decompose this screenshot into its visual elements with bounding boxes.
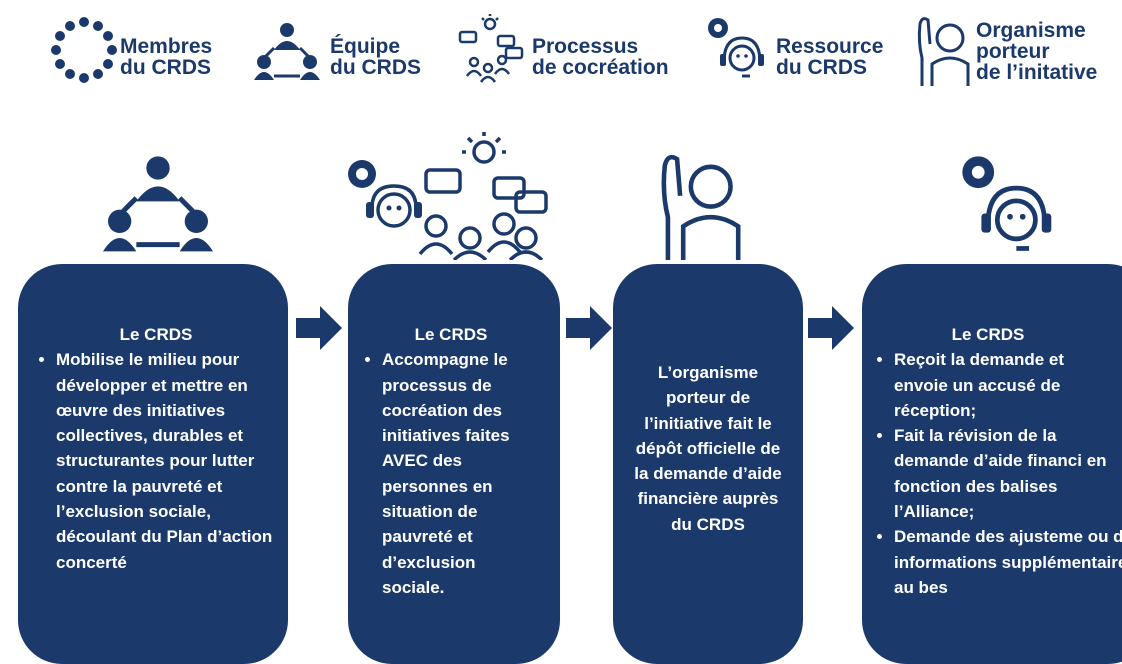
step-bullet: Demande des ajusteme ou des informations… [894, 524, 1122, 600]
step-title: Le CRDS [119, 325, 193, 344]
legend-label-members: Membres du CRDS [120, 35, 213, 79]
arrow-right-icon [296, 306, 342, 350]
legend-item-members: Membres du CRDS [48, 14, 238, 84]
step-bullet: Mobilise le milieu pour développer et me… [56, 347, 278, 575]
arrow-right-icon [808, 306, 854, 350]
step-title: Le CRDS [951, 325, 1025, 344]
legend-label-cocreation: Processus de cocréation [532, 35, 669, 79]
step-card-2: Le CRDS Accompagne le processus de cocré… [348, 264, 560, 664]
legend-item-resource: Ressource du CRDS [704, 14, 904, 84]
step-card-3: L’organisme porteur de l’initiative fait… [613, 264, 803, 664]
cocreation-icon [458, 14, 524, 83]
legend-item-organism: Organisme porteur de l’initative [914, 14, 1120, 86]
team-icon [103, 156, 213, 252]
legend-label-team: Équipe du CRDS [330, 35, 421, 79]
arrow-right-icon [566, 306, 612, 350]
legend-item-cocreation: Processus de cocréation [454, 14, 694, 84]
step-bullet-list: Reçoit la demande et envoie un accusé de… [872, 347, 1122, 600]
raised-hand-icon [661, 154, 741, 260]
resource-headset-icon [708, 18, 764, 78]
step-text: L’organisme porteur de l’initiative fait… [634, 363, 782, 534]
team-icon [254, 23, 320, 80]
legend-label-resource: Ressource du CRDS [776, 35, 884, 79]
step-bullet-list: Accompagne le processus de cocréation de… [360, 347, 542, 600]
step-title: Le CRDS [414, 325, 488, 344]
step-card-1: Le CRDS Mobilise le milieu pour développ… [18, 264, 288, 664]
step-bullet: Reçoit la demande et envoie un accusé de… [894, 347, 1099, 423]
step-bullet: Accompagne le processus de cocréation de… [382, 347, 542, 600]
members-circle-icon [51, 17, 117, 83]
resource-headset-icon [962, 156, 1052, 251]
step-bullet-list: Mobilise le milieu pour développer et me… [34, 347, 278, 575]
step-bullet: Fait la révision de la demande d’aide fi… [894, 423, 1122, 524]
cocreation-icon [348, 132, 548, 260]
raised-hand-icon [917, 17, 970, 86]
step-card-4: Le CRDS Reçoit la demande et envoie un a… [862, 264, 1122, 664]
legend-label-organism: Organisme porteur de l’initative [976, 19, 1098, 84]
legend-item-team: Équipe du CRDS [254, 14, 440, 84]
